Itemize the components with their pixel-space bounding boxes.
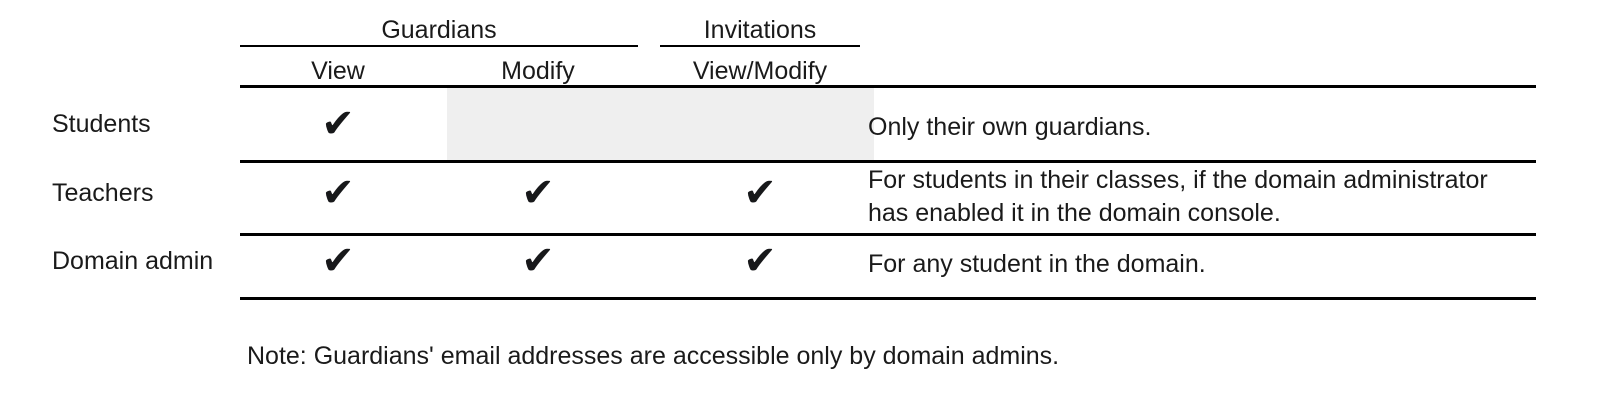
column-header-invitations-view-modify: View/Modify <box>692 57 828 85</box>
group-rule-invitations <box>660 45 860 47</box>
table-rule-after-teachers <box>240 233 1536 236</box>
description-teachers: For students in their classes, if the do… <box>868 166 1488 227</box>
row-label-students: Students <box>52 110 151 138</box>
column-group-header-guardians: Guardians <box>381 16 497 44</box>
check-teachers-guardians-view: ✔ <box>321 170 355 216</box>
check-students-guardians-view: ✔ <box>321 101 355 147</box>
column-header-guardians-modify: Modify <box>501 57 575 85</box>
disabled-cell-students-modify-invitations <box>447 88 874 160</box>
table-rule-header <box>240 85 1536 88</box>
table-rule-after-students <box>240 160 1536 163</box>
table-note: Note: Guardians' email addresses are acc… <box>247 342 1060 370</box>
description-students: Only their own guardians. <box>868 113 1152 141</box>
column-group-header-invitations: Invitations <box>703 16 817 44</box>
group-rule-guardians <box>240 45 638 47</box>
check-domain-admin-invitations-view-modify: ✔ <box>743 238 777 284</box>
row-label-domain-admin: Domain admin <box>52 247 214 275</box>
description-domain-admin: For any student in the domain. <box>868 250 1206 278</box>
check-teachers-guardians-modify: ✔ <box>521 170 555 216</box>
column-header-guardians-view: View <box>311 57 365 85</box>
check-domain-admin-guardians-view: ✔ <box>321 238 355 284</box>
table-rule-bottom <box>240 297 1536 300</box>
check-teachers-invitations-view-modify: ✔ <box>743 170 777 216</box>
row-label-teachers: Teachers <box>52 179 154 207</box>
check-domain-admin-guardians-modify: ✔ <box>521 238 555 284</box>
